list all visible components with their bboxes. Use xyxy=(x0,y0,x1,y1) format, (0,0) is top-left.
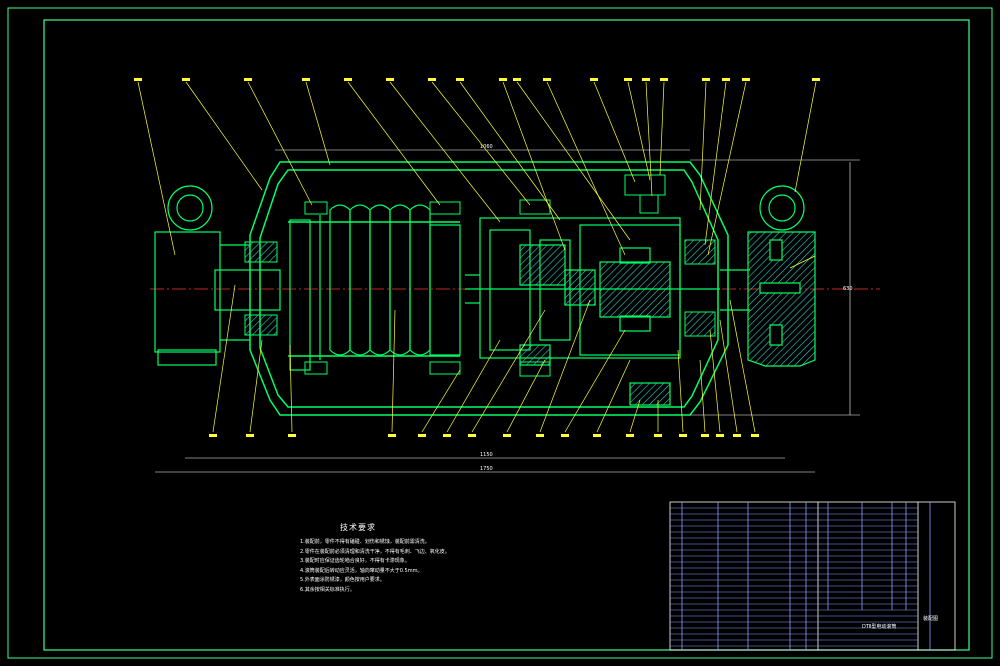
title-block-rows xyxy=(670,507,918,647)
left-bracket xyxy=(154,185,281,366)
title-block-code: 装配图 xyxy=(923,615,938,622)
dimension-top: 1060 xyxy=(480,144,493,150)
technical-requirements: 1.装配前，零件不得有磕碰、划伤和锈蚀，装配前需清洗。 2.零件在装配前必须清理… xyxy=(300,538,560,596)
dimension-right: 630 xyxy=(843,286,853,292)
leader-lines xyxy=(137,81,817,433)
gearbox xyxy=(465,217,720,406)
requirement-4: 4.滚筒装配后转动应灵活，轴向窜动量不大于0.5mm。 xyxy=(300,567,423,574)
right-bracket xyxy=(720,185,816,367)
requirement-6: 6.其余按相关标准执行。 xyxy=(300,586,355,593)
bolts xyxy=(304,174,666,377)
dimension-bottom: 1750 xyxy=(480,466,493,472)
requirement-5: 5.外表面涂防锈漆，颜色按用户要求。 xyxy=(300,577,385,584)
requirement-1: 1.装配前，零件不得有磕碰、划伤和锈蚀，装配前需清洗。 xyxy=(300,539,430,545)
title-block-name: DTⅡ型电动滚筒 xyxy=(862,623,896,630)
dimension-mid: 1150 xyxy=(480,452,493,458)
balloon-marks xyxy=(134,78,820,437)
dimension-lines xyxy=(155,149,860,473)
requirement-3: 3.装配时应保证齿轮啮合良好，不得有卡滞现象。 xyxy=(300,558,410,565)
bellows xyxy=(289,204,461,371)
inner-frame xyxy=(43,19,970,651)
requirement-2: 2.零件在装配前必须清理和清洗干净，不得有毛刺、飞边、氧化皮。 xyxy=(300,548,450,555)
technical-requirements-title: 技术要求 xyxy=(340,523,376,532)
outer-frame xyxy=(7,7,993,659)
